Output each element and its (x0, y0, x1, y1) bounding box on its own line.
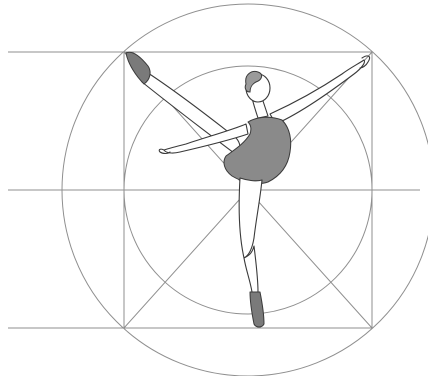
front-arm (270, 60, 365, 124)
raised-leg (134, 64, 240, 156)
supporting-thigh (239, 178, 262, 258)
supporting-pointe-shoe-icon (250, 292, 264, 327)
leotard (224, 117, 291, 183)
raised-pointe-shoe-icon (126, 52, 150, 84)
construction-guides (8, 4, 428, 376)
